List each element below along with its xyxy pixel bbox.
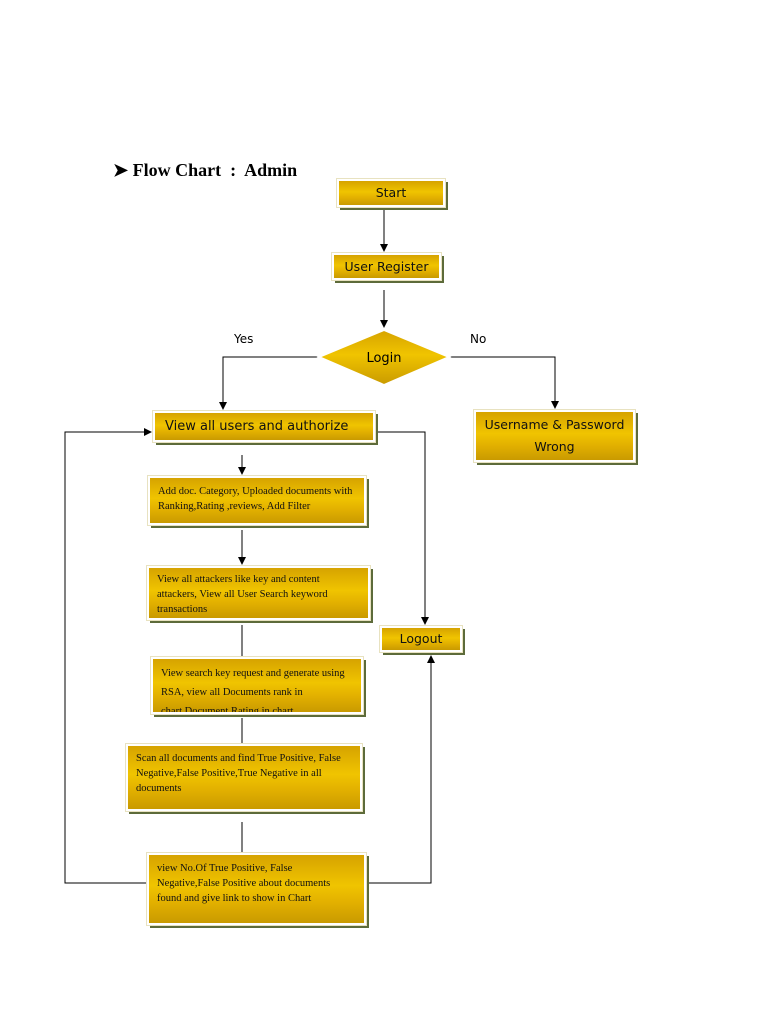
node-attackers: View all attackers like key and content …	[146, 565, 371, 621]
edge-users-logout	[377, 431, 429, 625]
node-view-users: View all users and authorize	[152, 410, 376, 443]
node-view-no: view No.Of True Positive, False Negative…	[146, 852, 367, 926]
node-user-register: User Register	[331, 252, 442, 281]
node-scan: Scan all documents and find True Positiv…	[125, 743, 363, 812]
node-logout: Logout	[379, 625, 463, 653]
heading-text: Flow Chart : Admin	[132, 160, 298, 180]
arrow-bullet-icon: ➤	[113, 160, 129, 180]
edge-login-yes	[219, 356, 318, 410]
login-label: Login	[366, 351, 401, 366]
node-search-key: View search key request and generate usi…	[150, 656, 364, 715]
edge-login-no	[450, 356, 559, 409]
login-diamond	[316, 328, 452, 387]
node-wrong: Username & Password Wrong	[473, 409, 636, 463]
node-start: Start	[336, 178, 446, 208]
node-add-doc: Add doc. Category, Uploaded documents wi…	[147, 475, 367, 526]
edge-label-no: No	[470, 332, 487, 346]
edge-loop-back	[64, 428, 152, 884]
edge-viewno-logout	[368, 655, 435, 884]
page-title: ➤ Flow Chart : Admin	[113, 160, 297, 181]
edge-label-yes: Yes	[234, 332, 254, 346]
